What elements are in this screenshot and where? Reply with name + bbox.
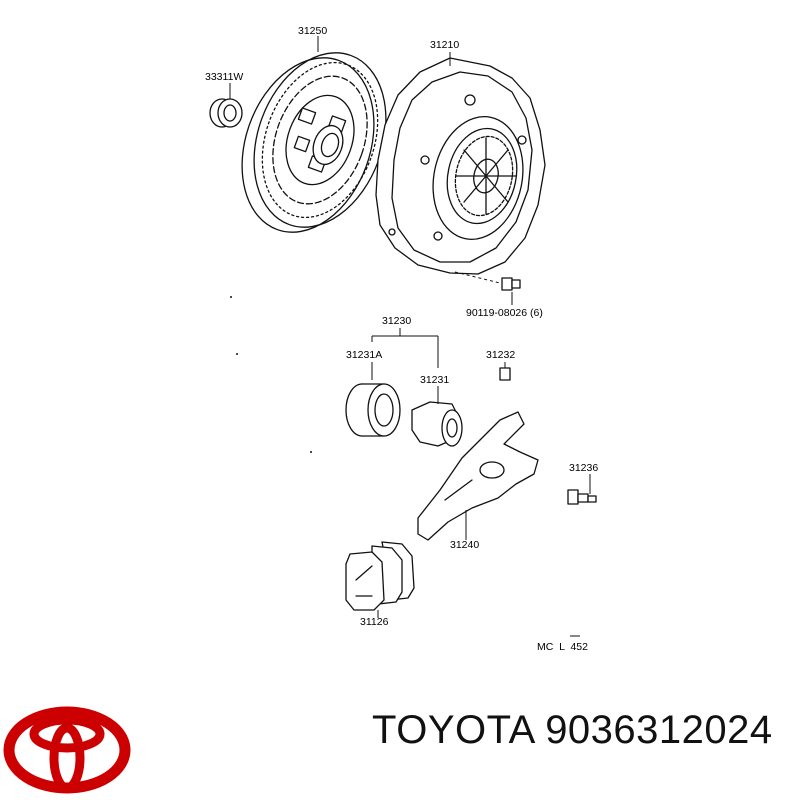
clutch-disc-31250 — [241, 36, 387, 233]
toyota-logo-icon — [3, 706, 131, 794]
label-31232: 31232 — [486, 349, 515, 361]
label-90119: 90119-08026 (6) — [466, 307, 543, 319]
hub-31231 — [411, 386, 463, 447]
release-fork-31240 — [417, 411, 539, 541]
label-31231a: 31231A — [346, 349, 382, 361]
brand-part-number-caption: TOYOTA 9036312024 — [372, 708, 773, 753]
label-31236: 31236 — [569, 462, 598, 474]
clip-31232 — [499, 362, 511, 381]
part-number: 9036312024 — [545, 708, 773, 752]
label-33311w: 33311W — [205, 71, 243, 83]
label-31250: 31250 — [298, 25, 327, 37]
bracket-31230 — [371, 328, 439, 380]
label-31126: 31126 — [360, 616, 389, 628]
label-31230: 31230 — [382, 315, 411, 327]
label-31231: 31231 — [420, 374, 449, 386]
brand-name: TOYOTA — [372, 708, 534, 752]
pivot-31236 — [567, 474, 597, 505]
bolt-90119 — [454, 271, 521, 305]
boot-31126 — [345, 541, 415, 618]
clutch-cover-31210 — [375, 52, 546, 275]
pilot-bearing-33311w — [209, 83, 243, 128]
bearing-31231a — [345, 383, 401, 437]
label-31210: 31210 — [430, 39, 459, 51]
label-31240: 31240 — [450, 539, 479, 551]
diagram-code: MC L 452 — [537, 641, 588, 653]
